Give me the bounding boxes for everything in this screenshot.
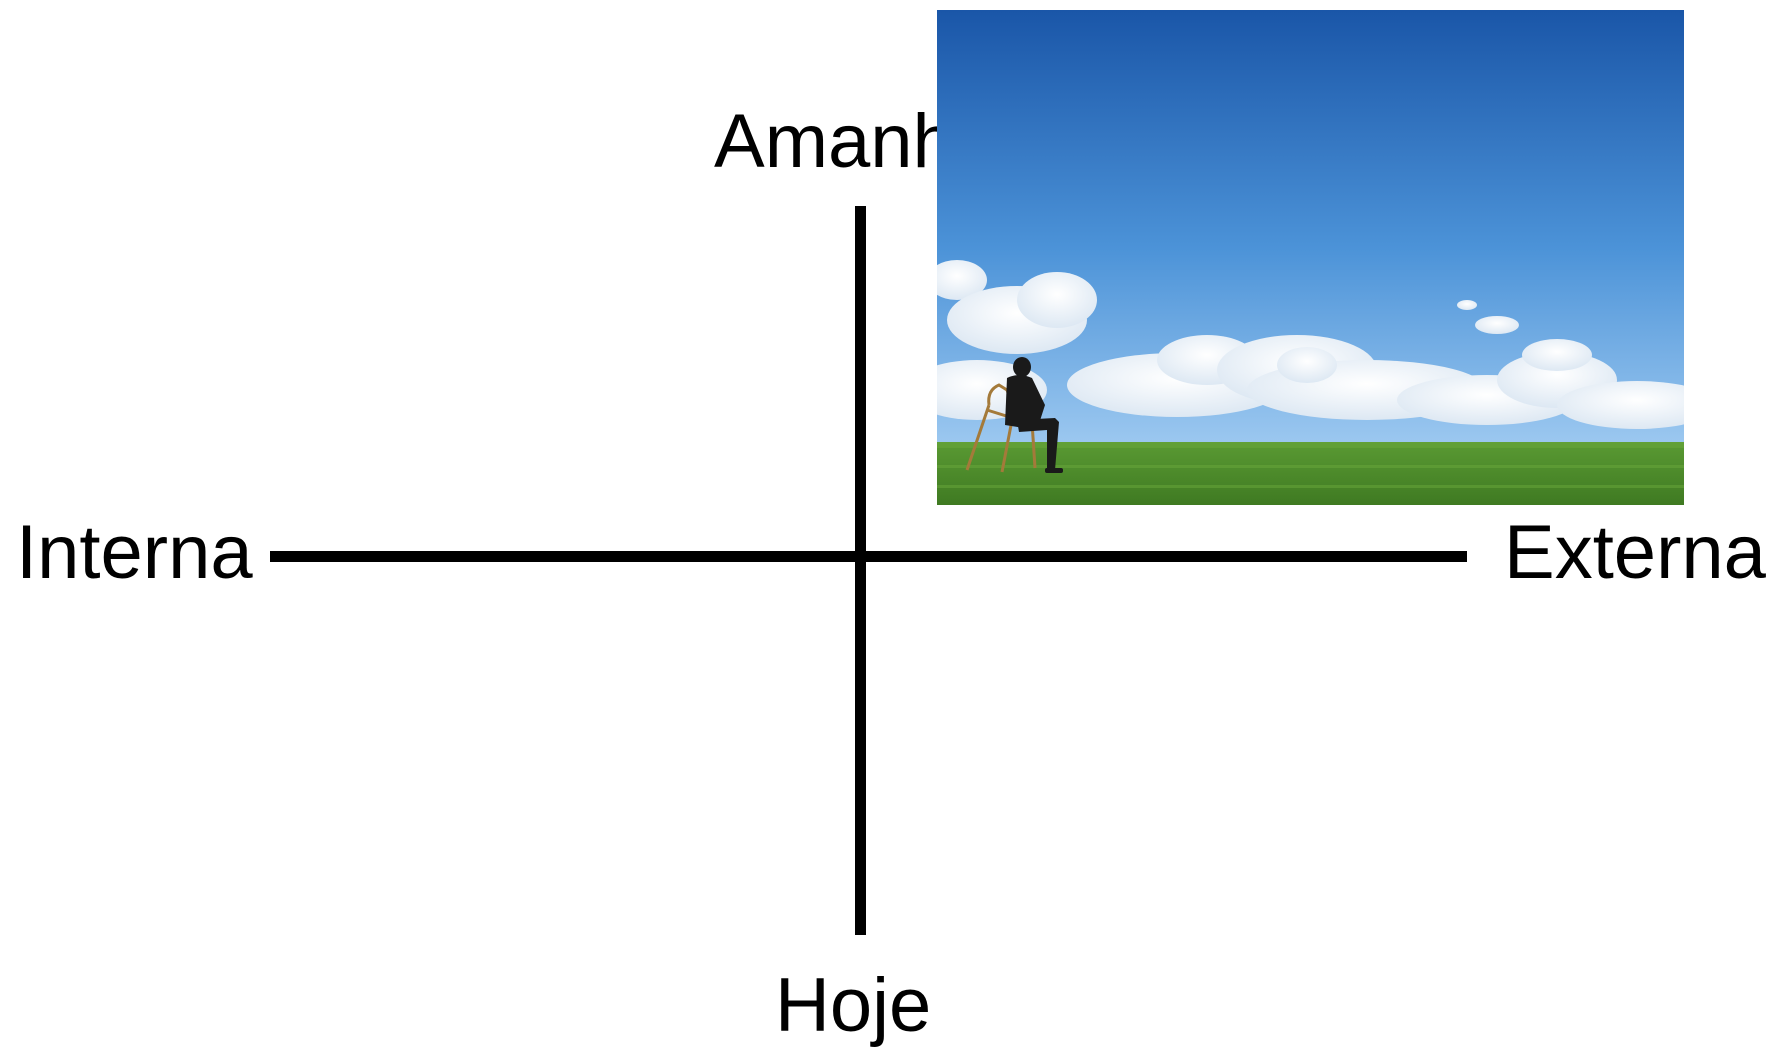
axis-left-label: Interna	[16, 515, 253, 591]
landscape-photo	[937, 10, 1684, 505]
vertical-axis	[855, 206, 866, 935]
horizontal-axis	[270, 551, 1467, 562]
man-in-field-image	[937, 10, 1684, 505]
axis-bottom-label: Hoje	[775, 968, 931, 1044]
axis-right-label: Externa	[1504, 515, 1766, 591]
